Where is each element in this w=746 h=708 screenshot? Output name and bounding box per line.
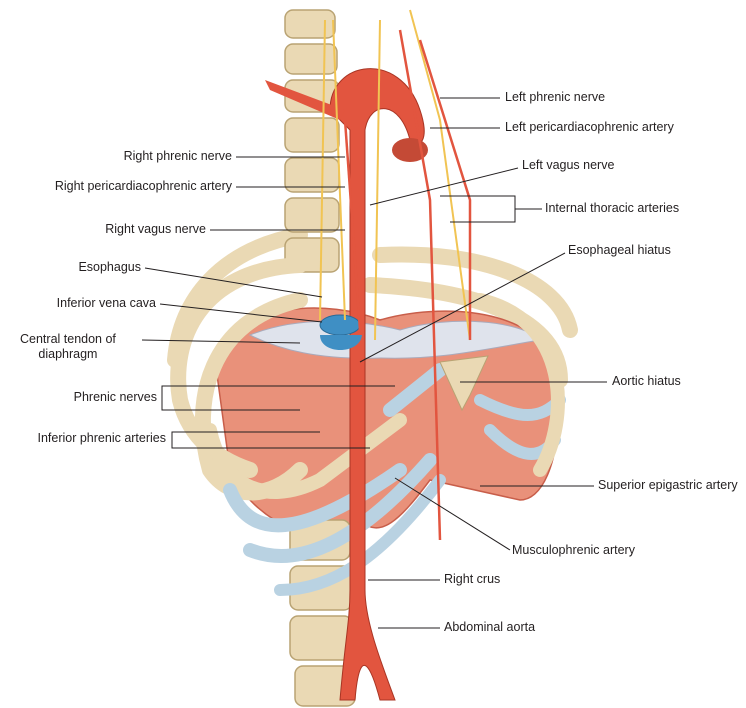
- label-right-phrenic-nerve: Right phrenic nerve: [123, 149, 232, 163]
- leader-lines: [141, 97, 607, 629]
- label-abdominal-aorta: Abdominal aorta: [444, 620, 536, 634]
- label-inferior-vena-cava: Inferior vena cava: [56, 296, 156, 310]
- label-left-pericardiacophrenic-artery: Left pericardiacophrenic artery: [505, 120, 674, 134]
- label-central-tendon: Central tendon of diaphragm: [20, 332, 116, 362]
- label-aortic-hiatus: Aortic hiatus: [612, 374, 681, 388]
- brachiocephalic-artery: [265, 80, 345, 120]
- label-internal-thoracic-arteries: Internal thoracic arteries: [545, 201, 680, 215]
- label-central-tendon-line1: Central tendon of: [20, 332, 116, 346]
- label-inferior-phrenic-arteries: Inferior phrenic arteries: [37, 431, 166, 445]
- label-right-crus: Right crus: [444, 572, 501, 586]
- label-left-phrenic-nerve: Left phrenic nerve: [505, 90, 606, 104]
- xiphoid-sternum: [439, 355, 489, 412]
- label-musculophrenic-artery: Musculophrenic artery: [512, 543, 635, 557]
- label-esophagus: Esophagus: [78, 260, 141, 274]
- label-left-vagus-nerve: Left vagus nerve: [522, 158, 615, 172]
- label-superior-epigastric-artery: Superior epigastric artery: [598, 478, 738, 492]
- label-central-tendon-line2: diaphragm: [38, 347, 98, 361]
- label-phrenic-nerves: Phrenic nerves: [73, 390, 157, 404]
- nerves: [319, 9, 471, 341]
- inferior-vena-cava: [319, 314, 361, 336]
- label-right-pericardiacophrenic-artery: Right pericardiacophrenic artery: [54, 179, 232, 193]
- label-right-vagus-nerve: Right vagus nerve: [105, 222, 206, 236]
- label-esophageal-hiatus: Esophageal hiatus: [568, 243, 671, 257]
- internal-thoracic-arteries: [343, 29, 472, 541]
